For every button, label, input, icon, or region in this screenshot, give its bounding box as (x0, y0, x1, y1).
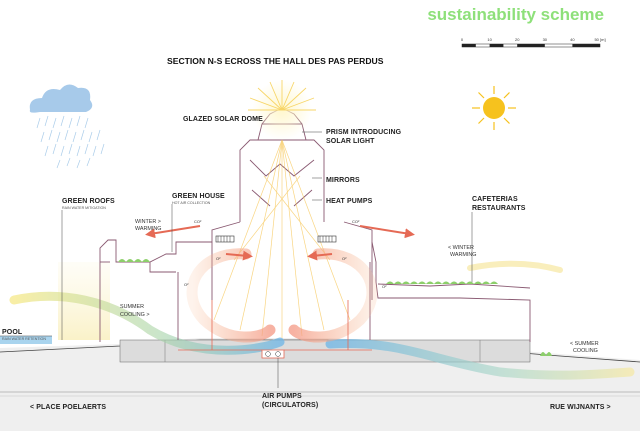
label-pool-sub: RAIN WATER RETENTION (2, 337, 46, 341)
warm-flow-left (186, 248, 276, 343)
label-o2-hall-left: O² (184, 282, 189, 287)
label-summer-cooling-right-1: < SUMMER (570, 341, 599, 347)
label-prism-2: SOLAR LIGHT (326, 138, 375, 145)
airflow-arrows (145, 225, 415, 261)
scale-tick-30: 30 (543, 37, 548, 42)
label-heat-pumps: HEAT PUMPS (326, 198, 373, 205)
scale-tick-10: 10 (487, 37, 492, 42)
leader-lines (61, 117, 473, 388)
label-prism-1: PRISM INTRODUCING (326, 129, 402, 136)
cool-flow-left (9, 291, 285, 355)
building-section (99, 107, 531, 342)
label-mirrors: MIRRORS (326, 177, 360, 184)
label-pool: POOL (2, 329, 23, 336)
label-o2-left: O² (216, 256, 221, 261)
label-glazed-solar-dome: GLAZED SOLAR DOME (183, 116, 263, 123)
label-green-house-sub: HOT AIR COLLECTION (172, 201, 211, 205)
label-winter-warming-left-2: WARMING (135, 226, 161, 232)
label-co2-right: CO² (352, 219, 360, 224)
light-beams (213, 139, 351, 338)
label-co2-left: CO² (194, 219, 202, 224)
greenery (118, 259, 552, 356)
cool-flow-right (325, 338, 635, 380)
label-winter-warming-right-2: WARMING (450, 252, 476, 258)
warm-flow-right (288, 248, 378, 343)
label-o2-right: O² (342, 256, 347, 261)
label-summer-cooling-left-2: COOLING > (120, 312, 150, 318)
pool (0, 335, 52, 344)
scale-tick-40: 40 (570, 37, 575, 42)
label-winter-warming-right-1: < WINTER (448, 245, 474, 251)
label-green-house: GREEN HOUSE (172, 193, 225, 200)
rain-cloud-icon (29, 84, 105, 169)
label-restaurants: RESTAURANTS (472, 205, 526, 212)
sun-icon (472, 86, 516, 130)
label-summer-cooling-right-2: COOLING (573, 348, 598, 354)
dome-rays (248, 80, 316, 111)
label-air-pumps-2: (CIRCULATORS) (262, 402, 318, 409)
scale-tick-50: 50 [m] (594, 37, 605, 42)
label-winter-warming-left-1: WINTER > (135, 219, 161, 225)
page-title: sustainability scheme (427, 5, 604, 24)
label-cafeterias: CAFETERIAS (472, 196, 518, 203)
scale-tick-20: 20 (515, 37, 520, 42)
winter-flow-right (467, 260, 563, 273)
air-pump-icon (178, 300, 372, 359)
ground (0, 338, 640, 431)
label-place-poelaerts: < PLACE POELAERTS (30, 404, 106, 411)
label-air-pumps-1: AIR PUMPS (262, 393, 302, 400)
scale-tick-0: 0 (461, 37, 464, 42)
label-green-roofs-sub: RAIN WATER MITIGATION (62, 206, 106, 210)
label-green-roofs: GREEN ROOFS (62, 198, 115, 205)
label-o2-hall-right: O² (382, 284, 387, 289)
scale-bar: 0 10 20 30 40 50 [m] (461, 37, 606, 48)
heat-pump-icon (215, 235, 337, 243)
section-title: SECTION N-S ECROSS THE HALL DES PAS PERD… (167, 56, 384, 66)
label-rue-wijnants: RUE WIJNANTS > (550, 404, 611, 411)
label-summer-cooling-left-1: SUMMER (120, 304, 144, 310)
